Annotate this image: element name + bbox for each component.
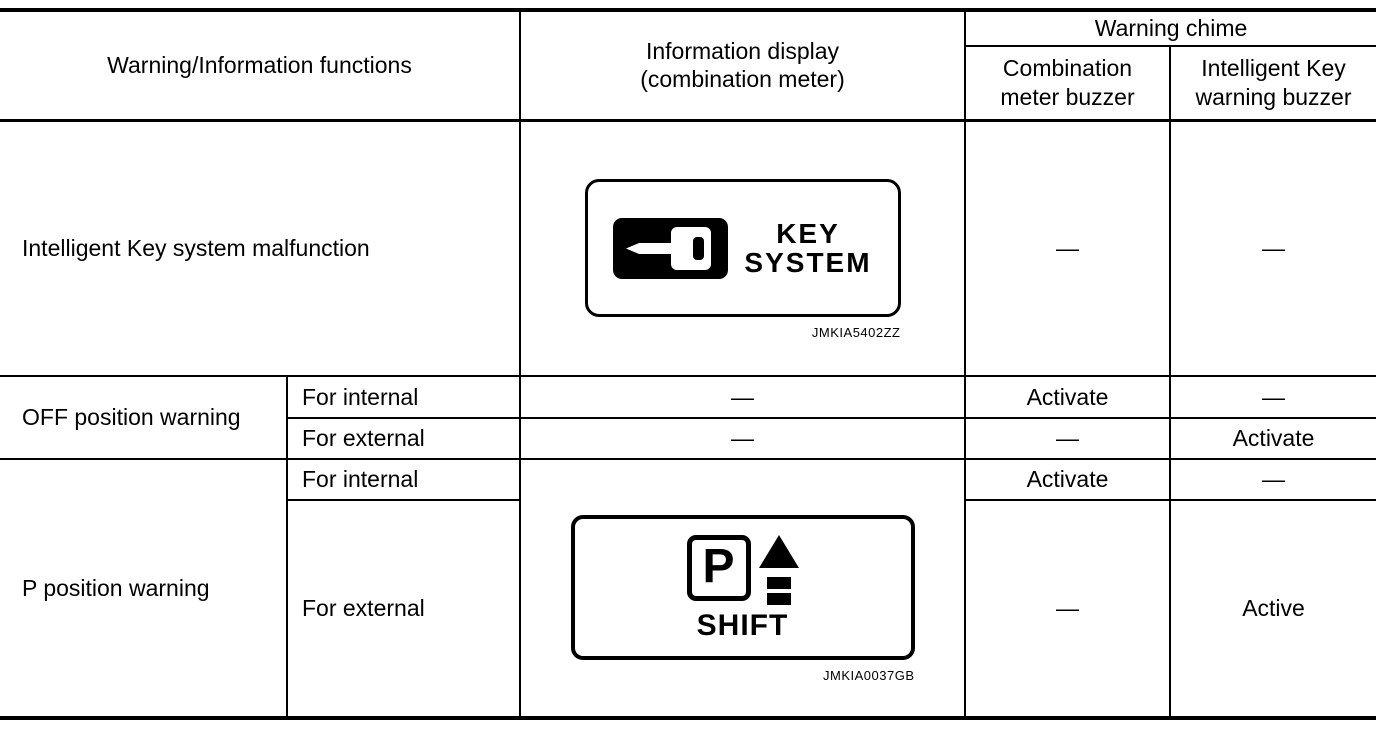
cell-p-internal-label: For internal <box>286 458 521 501</box>
cell-comb-buzzer-p-external: — <box>964 499 1171 719</box>
cell-display-p-shift: P SHIFT JMKIA0037GB <box>519 458 966 719</box>
cell-comb-buzzer-p-internal: Activate <box>964 458 1171 501</box>
row-label-intelligent-key-malfunction: Intelligent Key system malfunction <box>0 119 521 377</box>
key-system-text-line1: KEY <box>776 217 840 249</box>
header-warning-information-functions: Warning/Information functions <box>0 9 521 122</box>
cell-p-external-label: For external <box>286 499 521 719</box>
key-icon <box>613 217 729 279</box>
row-p-position-internal: P position warning For internal P <box>0 458 1376 719</box>
cell-comb-buzzer-off-external: — <box>964 417 1171 460</box>
header-intelligent-key-warning-buzzer: Intelligent Key warning buzzer <box>1168 45 1376 122</box>
warning-functions-table: Warning/Information functions Informatio… <box>0 8 1376 720</box>
p-shift-graphic: P <box>686 534 799 605</box>
p-shift-indicator: P SHIFT JMKIA0037GB <box>570 515 915 684</box>
p-shift-badge: P SHIFT <box>570 515 915 661</box>
header-combination-meter-buzzer: Combination meter buzzer <box>964 45 1171 122</box>
cell-ik-buzzer-ik-malfunction: — <box>1168 119 1376 377</box>
cell-ik-buzzer-off-internal: — <box>1168 375 1376 419</box>
shift-label: SHIFT <box>696 608 789 642</box>
row-label-off-position-warning: OFF position warning <box>0 375 288 460</box>
parking-icon: P <box>686 534 751 601</box>
cell-off-external-label: For external <box>286 417 521 460</box>
cell-ik-buzzer-p-internal: — <box>1168 458 1376 501</box>
row-label-p-position-warning: P position warning <box>0 458 288 719</box>
header-information-display: Information display (combination meter) <box>519 9 966 122</box>
cell-ik-buzzer-off-external: Activate <box>1168 417 1376 460</box>
figure-caption: JMKIA0037GB <box>823 668 915 684</box>
cell-off-internal-label: For internal <box>286 375 521 419</box>
cell-display-key-system: KEY SYSTEM JMKIA5402ZZ <box>519 119 966 377</box>
key-system-text-line2: SYSTEM <box>744 247 872 279</box>
figure-caption: JMKIA5402ZZ <box>811 325 901 341</box>
cell-display-off-internal: — <box>519 375 966 419</box>
row-off-position-internal: OFF position warning For internal — Acti… <box>0 375 1376 460</box>
row-off-position-external: For external — — Activate <box>0 417 1376 460</box>
arrow-up-icon <box>758 534 799 605</box>
header-warning-chime: Warning chime <box>963 9 1376 47</box>
key-system-text: KEY SYSTEM <box>744 217 872 279</box>
cell-comb-buzzer-ik-malfunction: — <box>964 119 1171 377</box>
row-p-position-external: For external — Active <box>0 499 1376 719</box>
key-system-badge: KEY SYSTEM <box>584 179 901 318</box>
row-intelligent-key-malfunction: Intelligent Key system malfunction KEY S… <box>0 119 1376 377</box>
cell-display-off-external: — <box>519 417 966 460</box>
cell-ik-buzzer-p-external: Active <box>1168 499 1376 719</box>
cell-comb-buzzer-off-internal: Activate <box>964 375 1171 419</box>
parking-letter: P <box>702 539 735 593</box>
key-system-indicator: KEY SYSTEM JMKIA5402ZZ <box>584 179 901 341</box>
